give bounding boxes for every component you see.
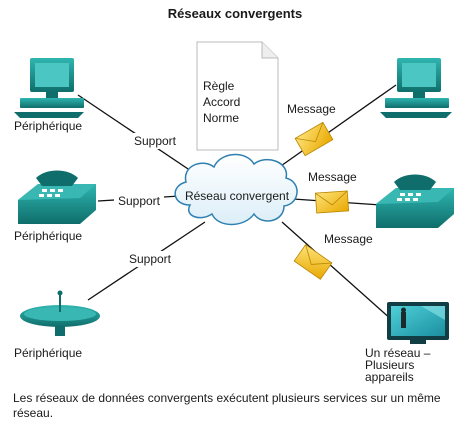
cloud-label: Réseau convergent [185, 189, 290, 203]
cloud-icon [174, 153, 298, 226]
note-line-3: Norme [203, 111, 239, 125]
phone-icon [18, 170, 96, 224]
note-line-1: Règle [203, 79, 235, 93]
link-label-1: Support [134, 134, 177, 148]
device-label-1: Périphérique [14, 119, 82, 133]
message-label-3: Message [324, 232, 373, 246]
message-label-1: Message [287, 102, 336, 116]
device-label-3: Périphérique [14, 346, 82, 360]
network-label-line-1: Un réseau – [365, 346, 431, 360]
link-label-3: Support [129, 252, 172, 266]
network-label-line-2: Plusieurs [365, 358, 414, 372]
tv-monitor-icon [387, 302, 449, 344]
device-label-2: Périphérique [14, 229, 82, 243]
link-right-3 [281, 221, 393, 321]
envelope-icon [294, 121, 334, 157]
link-label-2: Support [118, 194, 161, 208]
caption: Les réseaux de données convergents exécu… [13, 391, 441, 420]
note-document: Règle Accord Norme [196, 41, 279, 151]
envelope-icon [293, 244, 333, 280]
satellite-dish-icon [20, 290, 100, 336]
network-label-line-3: appareils [365, 370, 414, 384]
computer-icon [380, 58, 452, 118]
envelope-icon [314, 190, 350, 214]
computer-icon [14, 58, 84, 118]
phone-icon [376, 174, 454, 228]
note-line-2: Accord [203, 95, 240, 109]
link-right-1 [277, 84, 397, 169]
diagram-title: Réseaux convergents [167, 6, 303, 21]
message-label-2: Message [308, 170, 357, 184]
